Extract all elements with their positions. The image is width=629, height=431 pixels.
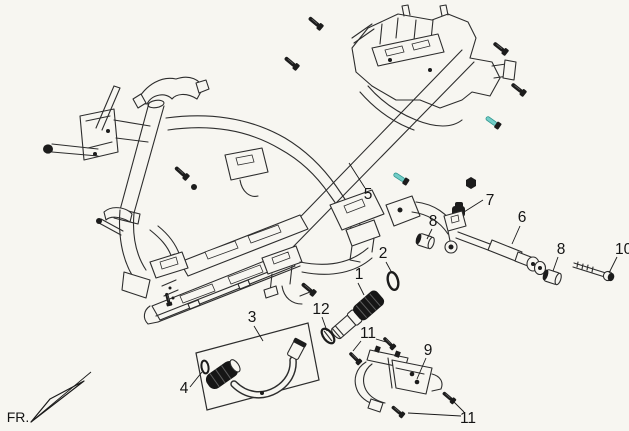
fr-direction-label: FR. bbox=[7, 409, 30, 425]
callout-4: 4 bbox=[180, 380, 189, 397]
o-ring-icon bbox=[386, 270, 400, 292]
kick-pedal-illustration bbox=[205, 337, 307, 399]
callout-7: 7 bbox=[486, 192, 495, 209]
bolt-icon bbox=[347, 350, 364, 367]
callout-8a: 8 bbox=[429, 213, 438, 230]
bolt-icon bbox=[509, 80, 528, 98]
callout-8b: 8 bbox=[557, 241, 566, 258]
frame-illustration bbox=[43, 4, 517, 325]
nut-icon bbox=[466, 177, 476, 189]
nut-icon bbox=[191, 184, 197, 190]
bolt-icon bbox=[172, 164, 191, 182]
callout-11a: 11 bbox=[360, 325, 376, 342]
o-ring-icon bbox=[200, 359, 210, 375]
highlighted-bolt-icon bbox=[391, 170, 411, 187]
clip-icon bbox=[320, 327, 336, 345]
highlighted-bolt-icon bbox=[483, 114, 503, 131]
callout-1: 1 bbox=[355, 266, 364, 283]
bolt-icon bbox=[381, 335, 398, 352]
engine-hanger-illustration bbox=[443, 177, 547, 276]
bolt-icon bbox=[306, 14, 325, 32]
callout-10: 10 bbox=[615, 241, 629, 258]
fr-direction-arrow bbox=[30, 371, 92, 423]
callout-5: 5 bbox=[364, 186, 373, 203]
bolt-icon bbox=[282, 54, 301, 72]
callout-11b: 11 bbox=[460, 410, 476, 427]
bushing-icon bbox=[413, 231, 437, 251]
callout-12: 12 bbox=[312, 301, 329, 318]
bolt-icon bbox=[96, 218, 124, 236]
kick-starter-boot-illustration bbox=[331, 290, 385, 340]
long-bolt-icon bbox=[572, 261, 615, 282]
main-stand-illustration bbox=[354, 345, 443, 413]
callout-2: 2 bbox=[379, 245, 388, 262]
bolt-icon bbox=[389, 403, 407, 419]
callout-6: 6 bbox=[518, 209, 527, 226]
kick-pedal-box bbox=[195, 322, 320, 411]
bolt-icon bbox=[491, 39, 510, 57]
callout-3: 3 bbox=[248, 309, 257, 326]
callout-9: 9 bbox=[424, 342, 433, 359]
leader-line bbox=[189, 162, 618, 417]
